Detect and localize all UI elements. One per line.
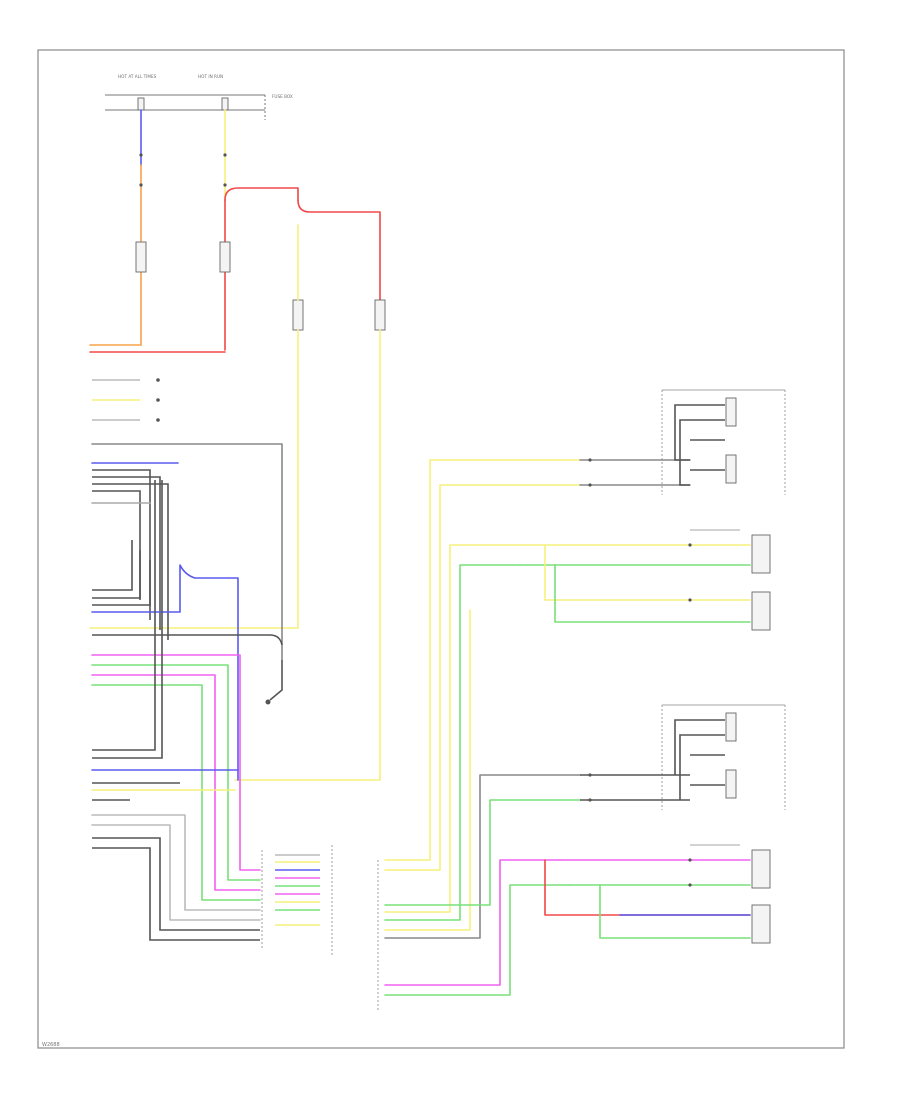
wire-yellow-long1	[89, 329, 299, 629]
switch-left	[135, 241, 147, 273]
fuse-left-label: HOT AT ALL TIMES	[118, 74, 157, 79]
wire-yellow-long2	[234, 329, 381, 781]
fuse-left	[137, 97, 145, 111]
wire-green-r6	[384, 884, 571, 996]
wire-black-l2	[92, 480, 163, 759]
left-front-speaker-group	[580, 704, 786, 810]
wire-black-b4	[92, 847, 260, 941]
wire-black-b3	[92, 837, 260, 931]
wire-gray-bus	[91, 443, 283, 661]
wire-yellow-r4	[384, 609, 471, 931]
wire-red-ld	[544, 859, 751, 916]
wire-black-c3	[92, 560, 151, 606]
switch-mirror-left	[292, 299, 304, 331]
fuse-block-area: HOT AT ALL TIMES HOT IN RUN FUSE BOX	[105, 74, 293, 120]
wire-green-tw	[554, 564, 751, 623]
left-tweeter	[751, 904, 771, 944]
wire-green-2	[91, 684, 261, 901]
wire-red-feed	[224, 187, 299, 201]
fuse-box-label: FUSE BOX	[272, 94, 293, 99]
fuse-right-label: HOT IN RUN	[198, 74, 223, 79]
right-front-speaker-lower	[725, 454, 737, 484]
wire-gray-b2	[91, 824, 261, 921]
wire-yellow-tw	[544, 544, 751, 601]
switch-right	[219, 241, 231, 273]
left-door-speaker	[751, 849, 771, 889]
wire-gray-b1	[91, 814, 261, 911]
wire-yellow-r3	[384, 544, 521, 913]
wire-legend	[92, 378, 160, 422]
wire-green-r5	[384, 799, 581, 906]
left-front-speaker-lower	[725, 769, 737, 799]
ground-point	[265, 660, 283, 705]
wire-green-r3	[384, 564, 521, 921]
diagram-frame	[37, 49, 845, 1049]
wire-black-2	[92, 476, 161, 630]
left-door-speakers	[690, 844, 771, 944]
right-front-speaker-upper	[725, 397, 737, 427]
wire-green-1	[91, 664, 261, 881]
wire-yellow-r2	[384, 484, 581, 871]
right-door-speakers	[690, 529, 771, 631]
wire-red-branch	[297, 199, 381, 301]
wire-blue-loop	[91, 564, 239, 781]
left-front-speaker-upper	[725, 712, 737, 742]
wire-yellow-r1	[384, 459, 581, 861]
connector-dots	[139, 153, 692, 887]
wire-black-l1	[92, 480, 156, 751]
wire-magenta-2	[91, 674, 261, 891]
right-tweeter	[751, 591, 771, 631]
wire-magenta-r6	[384, 859, 561, 986]
right-door-speaker	[751, 534, 771, 574]
wire-gray-r4	[384, 774, 581, 939]
wire-magenta-1	[91, 654, 261, 871]
wire-green-lt	[599, 884, 751, 939]
wire-black-c2	[92, 550, 141, 599]
right-front-speaker-group	[661, 389, 786, 495]
module-connector-right	[377, 459, 581, 1010]
switch-mirror-right	[374, 299, 386, 331]
diagram-code: W2688	[42, 1042, 60, 1048]
fuse-right	[221, 97, 229, 111]
switch-components	[135, 241, 386, 331]
wire-black-gnd	[92, 634, 283, 646]
module-connector-left	[261, 845, 333, 955]
wire-black-c1	[92, 540, 133, 591]
wire-black-3	[92, 483, 169, 640]
